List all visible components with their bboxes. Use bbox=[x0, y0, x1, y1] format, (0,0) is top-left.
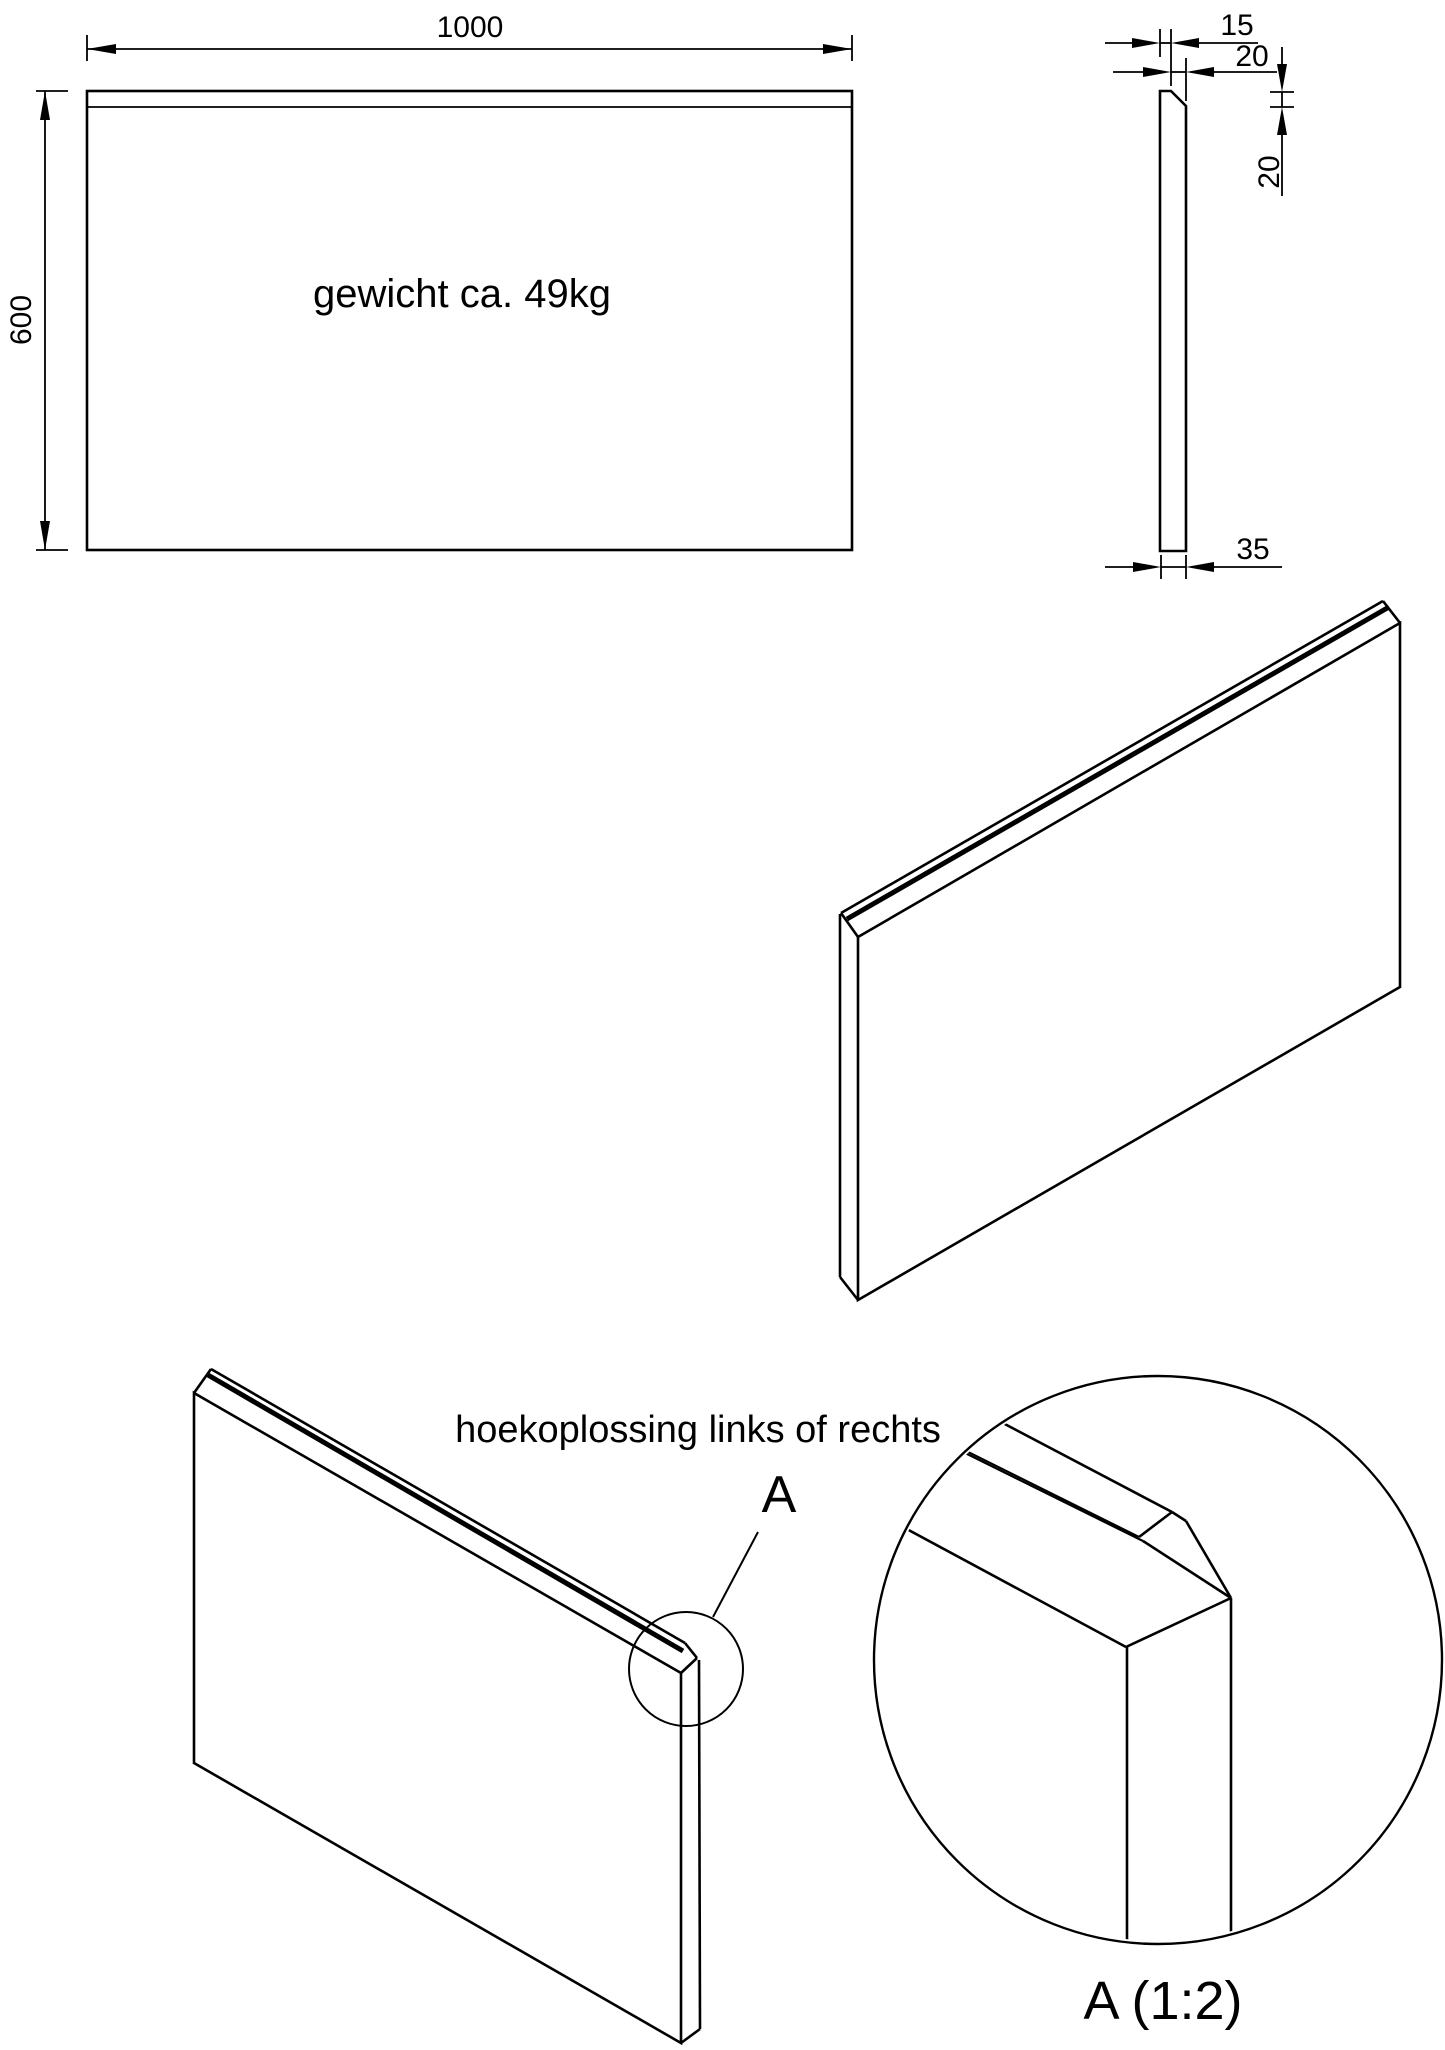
arrowhead-down-icon bbox=[40, 521, 50, 550]
arrowhead-left-icon bbox=[1171, 38, 1199, 48]
front-view-dimensions bbox=[36, 35, 853, 551]
leader-line bbox=[712, 1531, 759, 1618]
front-height-dimension-label: 600 bbox=[5, 294, 38, 346]
arrowhead-left-icon bbox=[1186, 67, 1214, 77]
arrowhead-right-icon bbox=[1132, 38, 1160, 48]
arrowhead-left-icon bbox=[87, 44, 116, 54]
iso-view-middle bbox=[838, 599, 1402, 1303]
arrowhead-up-icon bbox=[1277, 107, 1287, 135]
side-thickness-label: 35 bbox=[1236, 533, 1270, 566]
side-chamfer-width-label: 20 bbox=[1235, 40, 1269, 73]
side-view-dimensions bbox=[1105, 29, 1294, 579]
arrowhead-up-icon bbox=[40, 91, 50, 120]
front-width-dimension-label: 1000 bbox=[436, 11, 504, 44]
detail-view bbox=[872, 1374, 1444, 1946]
detail-view-lines bbox=[889, 1409, 1233, 1941]
side-view bbox=[1158, 89, 1188, 553]
arrowhead-left-icon bbox=[1186, 562, 1214, 572]
detail-marker-label: A bbox=[761, 1466, 797, 1524]
corner-solution-note: hoekoplossing links of rechts bbox=[455, 1409, 941, 1451]
arrowhead-right-icon bbox=[1133, 562, 1161, 572]
side-top-width-label: 15 bbox=[1220, 9, 1254, 42]
front-view bbox=[85, 89, 854, 552]
weight-note: gewicht ca. 49kg bbox=[313, 272, 611, 316]
side-chamfer-height-label: 20 bbox=[1253, 155, 1286, 189]
arrowhead-down-icon bbox=[1277, 64, 1287, 92]
detail-view-title: A (1:2) bbox=[1083, 1971, 1243, 2031]
detail-marker-circle bbox=[628, 1531, 759, 1727]
arrowhead-right-icon bbox=[1143, 67, 1171, 77]
iso-view-bottom bbox=[192, 1367, 702, 2046]
arrowhead-right-icon bbox=[823, 44, 852, 54]
